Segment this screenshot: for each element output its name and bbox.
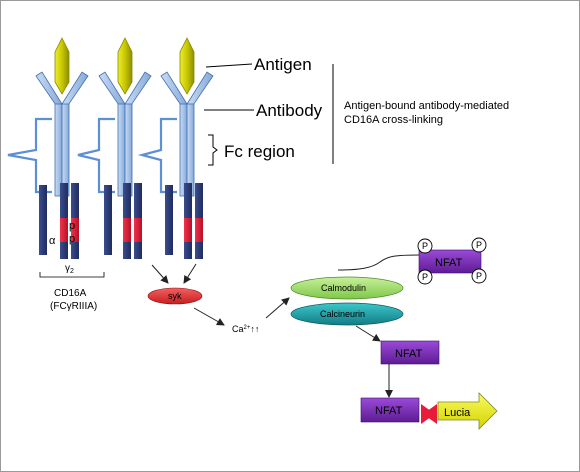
antibody-stem-right: [186, 103, 195, 197]
nfat-bottom-box: [360, 397, 420, 423]
itam-segment-2: [71, 218, 79, 242]
gamma-bracket: [39, 272, 105, 278]
phospho-circle-icon: [417, 238, 433, 254]
arrow-calcium-to-calmodulin: [265, 297, 290, 319]
gamma-label: γ2: [65, 263, 74, 275]
phospho-group-3: P: [417, 269, 433, 285]
nfat-phospho-box: [418, 249, 482, 274]
crosslink-text-line2: CD16A cross-linking: [344, 114, 443, 126]
arrow-to-syk-left: [151, 264, 169, 284]
itam-segment-1: [123, 218, 131, 242]
calcineurin-label: Calcineurin: [320, 309, 365, 319]
antigen-shape: [54, 37, 70, 95]
fc-bracket: [77, 117, 115, 194]
phospho-group-4: P: [471, 268, 487, 284]
itam-segment-2: [134, 218, 142, 242]
fc-bracket: [7, 117, 52, 194]
cd16a-label-line1: CD16A: [54, 288, 87, 299]
phospho-label: P: [476, 271, 482, 281]
phospho-group-2: P: [471, 237, 487, 253]
nfat-phospho-label: NFAT: [435, 257, 463, 269]
nfat-bottom-label: NFAT: [375, 405, 403, 417]
arrow-calcineurin-to-nfat: [355, 325, 381, 342]
antibody-stem-left: [54, 103, 63, 197]
itam-segment-1: [184, 218, 192, 242]
alpha-label: α: [49, 235, 56, 247]
calmodulin-node: [290, 276, 404, 300]
antibody-stem-right: [61, 103, 70, 197]
antigen-leader-line: [205, 63, 253, 68]
lucia-label: Lucia: [444, 407, 471, 419]
crosslink-text-line1: Antigen-bound antibody-mediated: [344, 100, 509, 112]
phospho-label: P: [422, 272, 428, 282]
itam-segment-1: [60, 218, 68, 242]
itam-segment-2: [195, 218, 203, 242]
phospho-label: P: [422, 241, 428, 251]
phospho-p-bottom: p: [69, 233, 75, 245]
phospho-circle-icon: [471, 237, 487, 253]
receptor-alpha-chain: [39, 185, 47, 255]
antibody-stem-left: [117, 103, 126, 197]
calmodulin-label: Calmodulin: [321, 283, 366, 293]
antibody-label: Antibody: [256, 101, 323, 120]
arrow-syk-to-calcium: [193, 307, 225, 326]
phospho-circle-icon: [471, 268, 487, 284]
fc-bracket: [137, 117, 177, 194]
fc-region-bracket: [208, 134, 218, 166]
antigen-shape: [117, 37, 133, 95]
antibody-unit-2: [77, 37, 152, 259]
nfat-mid-label: NFAT: [395, 348, 423, 360]
antibody-stem-right: [124, 103, 133, 197]
phospho-label: P: [476, 240, 482, 250]
arrow-to-syk-right: [183, 263, 197, 284]
antibody-unit-1: [7, 37, 89, 259]
binding-bowtie-icon-2: [423, 404, 437, 424]
fc-region-label: Fc region: [224, 142, 295, 161]
phospho-group-1: P: [417, 238, 433, 254]
antibody-stem-left: [179, 103, 188, 197]
connector-to-phospho-nfat: [337, 254, 421, 271]
phospho-p-top: p: [69, 220, 75, 232]
receptor-alpha-chain: [165, 185, 173, 255]
antigen-shape: [179, 37, 195, 95]
antibody-unit-3: [137, 37, 214, 259]
receptor-alpha-chain: [104, 185, 112, 255]
calcineurin-node: [290, 302, 404, 326]
phospho-circle-icon: [417, 269, 433, 285]
cd16a-label-line2: (FCγRIIIA): [50, 301, 97, 312]
syk-label: syk: [168, 291, 182, 301]
nfat-mid-box: [380, 340, 440, 365]
lucia-reporter-arrow: [437, 392, 498, 430]
calcium-label: Ca2+↑↑: [232, 324, 259, 334]
antigen-label: Antigen: [254, 55, 312, 74]
syk-node: [147, 287, 203, 305]
